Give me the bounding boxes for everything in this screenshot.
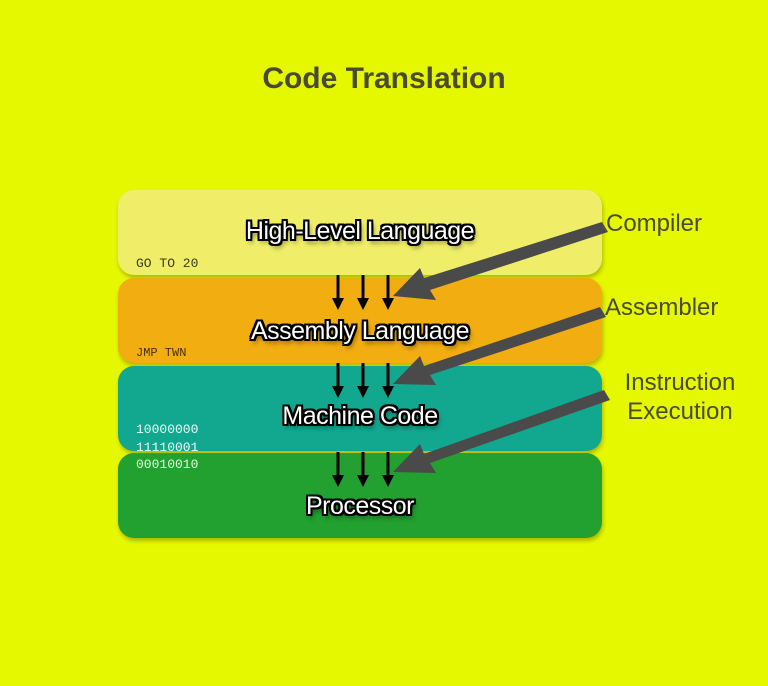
down-arrows-assembler: [332, 363, 394, 398]
label-instruction-execution: Instruction Execution: [624, 369, 736, 425]
pointer-arrow-execution: [393, 390, 610, 473]
layer-high-level-language: High-Level Language GO TO 20: [118, 190, 602, 275]
layer-processor: Processor 00010010: [118, 453, 602, 538]
code-sample: GO TO 20: [136, 256, 199, 271]
layer-label: Processor: [305, 492, 415, 520]
pointer-arrow-assembler: [393, 307, 606, 385]
code-sample: 00010010: [136, 457, 199, 472]
layer-assembly-language: Assembly Language JMP TWN: [118, 278, 602, 363]
layer-machine-code: Machine Code 10000000 11110001: [118, 366, 602, 455]
diagram-title: Code Translation: [262, 62, 506, 95]
label-compiler: Compiler: [606, 210, 703, 237]
pointer-arrow-compiler: [393, 222, 608, 300]
layer-label: Assembly Language: [250, 317, 470, 345]
down-arrows-compiler: [332, 275, 394, 310]
down-arrows-execution: [332, 452, 394, 487]
code-sample: JMP TWN: [136, 346, 187, 360]
label-assembler: Assembler: [605, 294, 719, 321]
layer-label: Machine Code: [282, 402, 438, 430]
layer-label: High-Level Language: [245, 217, 475, 245]
code-sample: 10000000 11110001: [136, 422, 199, 455]
